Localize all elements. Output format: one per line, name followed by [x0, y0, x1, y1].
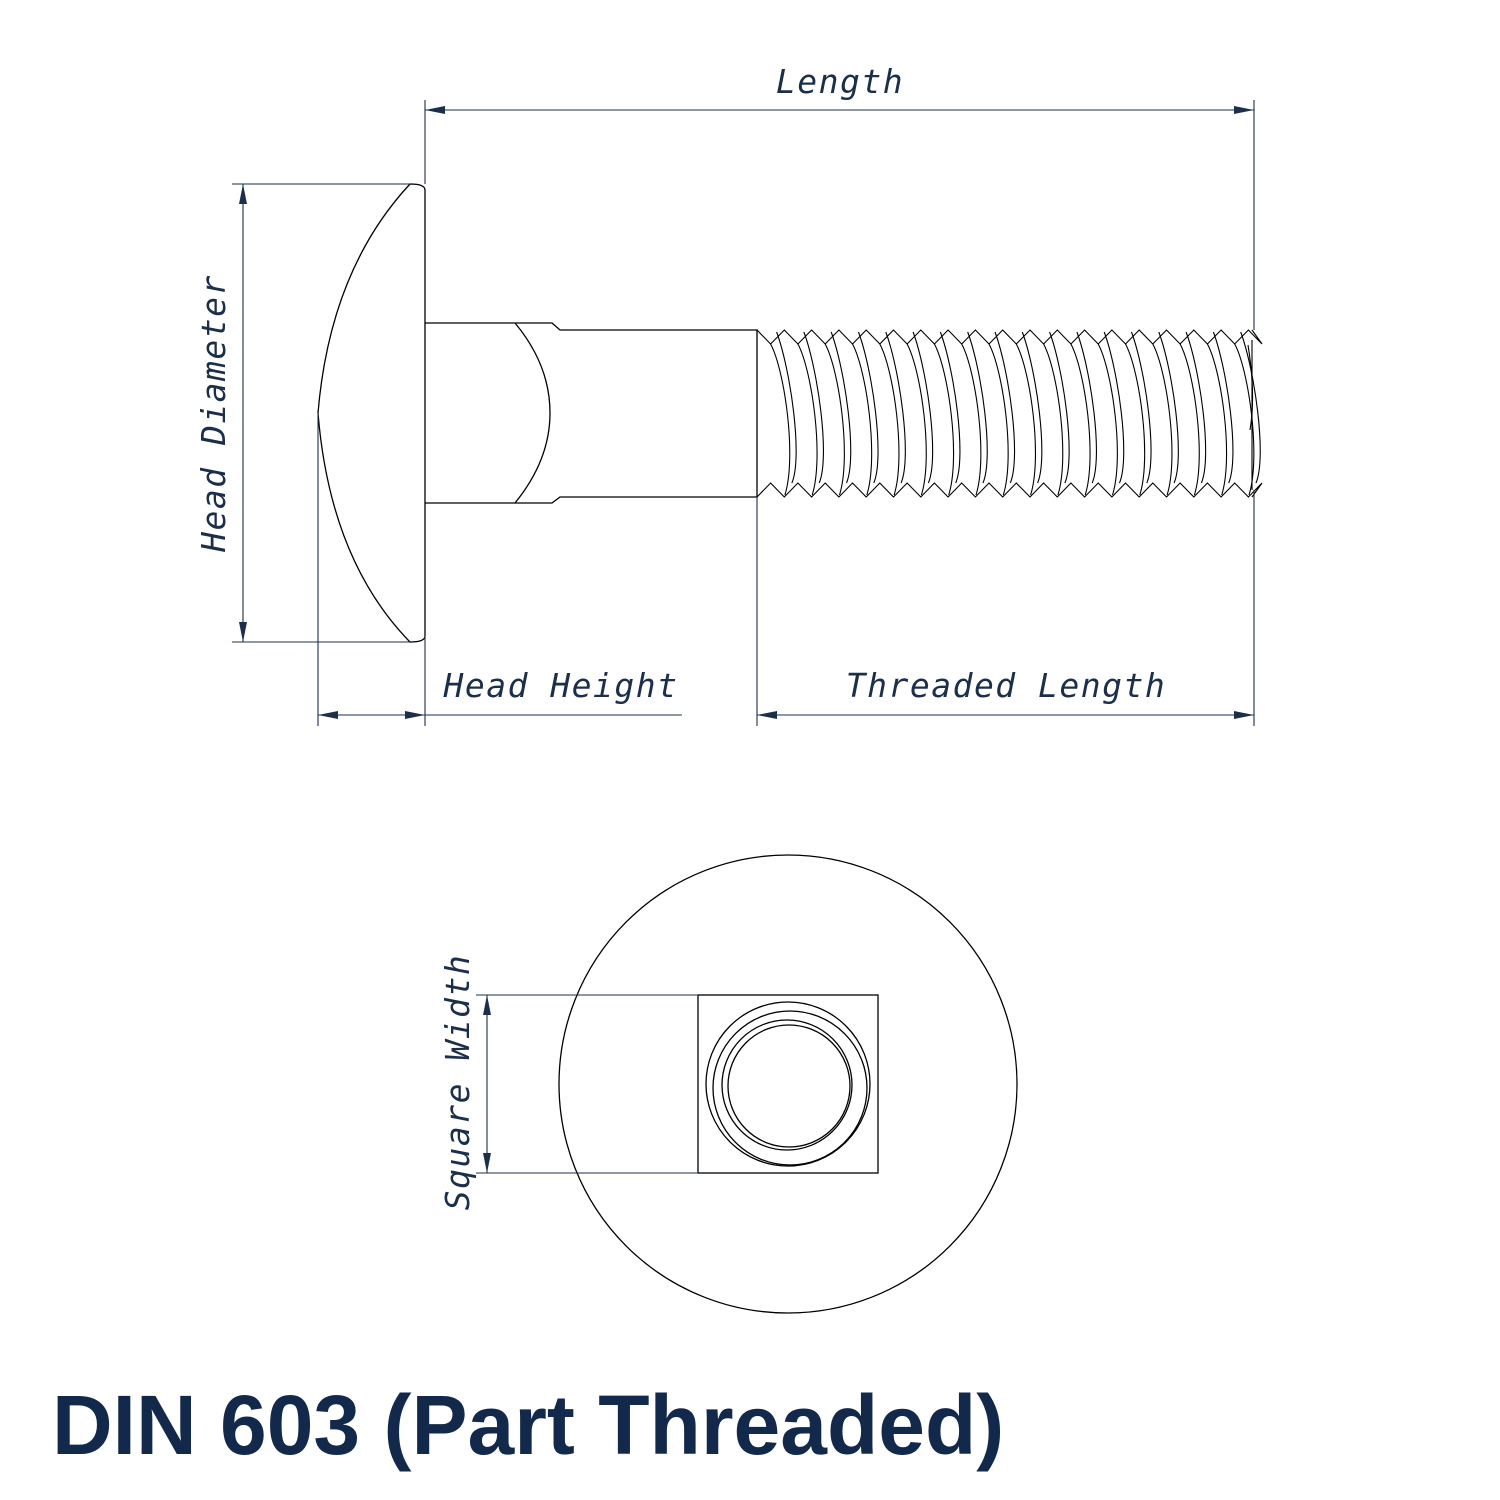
thread-root-circle — [727, 1024, 851, 1148]
thread-flank-16 — [988, 343, 1009, 496]
thread-section — [756, 329, 1263, 498]
thread-flank-12 — [933, 343, 955, 496]
thread-flank-18 — [1015, 343, 1036, 496]
bolt-side-view — [317, 183, 1263, 643]
dimension-length: Length — [424, 62, 1255, 330]
thread-chamfer — [1247, 344, 1254, 431]
dimension-head-height: Head Height — [317, 413, 682, 726]
head-circle — [558, 854, 1018, 1314]
thread-flank-26 — [1125, 343, 1146, 496]
thread-flank-10 — [906, 343, 927, 496]
thread-flank-33 — [1212, 331, 1234, 484]
thread-flank-1 — [776, 331, 797, 484]
threaded-length-label: Threaded Length — [846, 666, 1167, 705]
thread-flank-32 — [1206, 343, 1228, 496]
thread-flank-23 — [1076, 331, 1097, 484]
thread-flank-7 — [857, 331, 879, 484]
dimension-threaded-length: Threaded Length — [756, 490, 1255, 726]
bolt-neck-outline — [425, 322, 758, 504]
thread-flank-11 — [912, 331, 934, 484]
thread-flank-22 — [1070, 343, 1091, 496]
thread-flank-0 — [770, 343, 791, 496]
thread-flank-2 — [797, 343, 818, 496]
thread-flank-6 — [852, 343, 873, 496]
head-diameter-label: Head Diameter — [194, 274, 233, 553]
thread-flank-35 — [1240, 331, 1261, 484]
square-width-label: Square Width — [438, 954, 477, 1210]
bolt-neck-curve — [514, 322, 551, 504]
thread-flank-8 — [879, 343, 900, 496]
thread-flank-25 — [1103, 331, 1125, 484]
length-label: Length — [776, 62, 904, 101]
thread-flank-30 — [1179, 343, 1200, 496]
thread-flank-15 — [967, 331, 988, 484]
thread-flank-14 — [961, 343, 982, 496]
thread-flank-29 — [1158, 331, 1179, 484]
thread-flank-13 — [939, 331, 961, 484]
thread-flank-21 — [1049, 331, 1070, 484]
thread-flank-3 — [803, 331, 824, 484]
thread-flank-20 — [1043, 343, 1064, 496]
thread-flank-19 — [1021, 331, 1043, 484]
head-height-label: Head Height — [442, 666, 678, 705]
thread-flank-17 — [994, 331, 1016, 484]
dimension-square-width: Square Width — [438, 954, 698, 1210]
thread-flank-24 — [1097, 343, 1118, 496]
thread-flank-31 — [1185, 331, 1207, 484]
bolt-head-outline — [317, 183, 426, 643]
thread-crest-bottom — [756, 482, 1263, 498]
thread-inner-circle — [721, 1019, 853, 1151]
thread-flank-9 — [885, 331, 906, 484]
dimension-head-diameter: Head Diameter — [194, 183, 410, 643]
thread-flank-5 — [830, 331, 852, 484]
square-neck — [697, 994, 879, 1174]
thread-flank-4 — [824, 343, 845, 496]
thread-flank-27 — [1130, 331, 1152, 484]
drawing-title: DIN 603 (Part Threaded) — [52, 1378, 1005, 1472]
thread-outer-circle — [705, 1001, 871, 1167]
bolt-end-view — [558, 854, 1018, 1314]
thread-mid-circle — [712, 1010, 868, 1166]
thread-flank-28 — [1152, 343, 1173, 496]
